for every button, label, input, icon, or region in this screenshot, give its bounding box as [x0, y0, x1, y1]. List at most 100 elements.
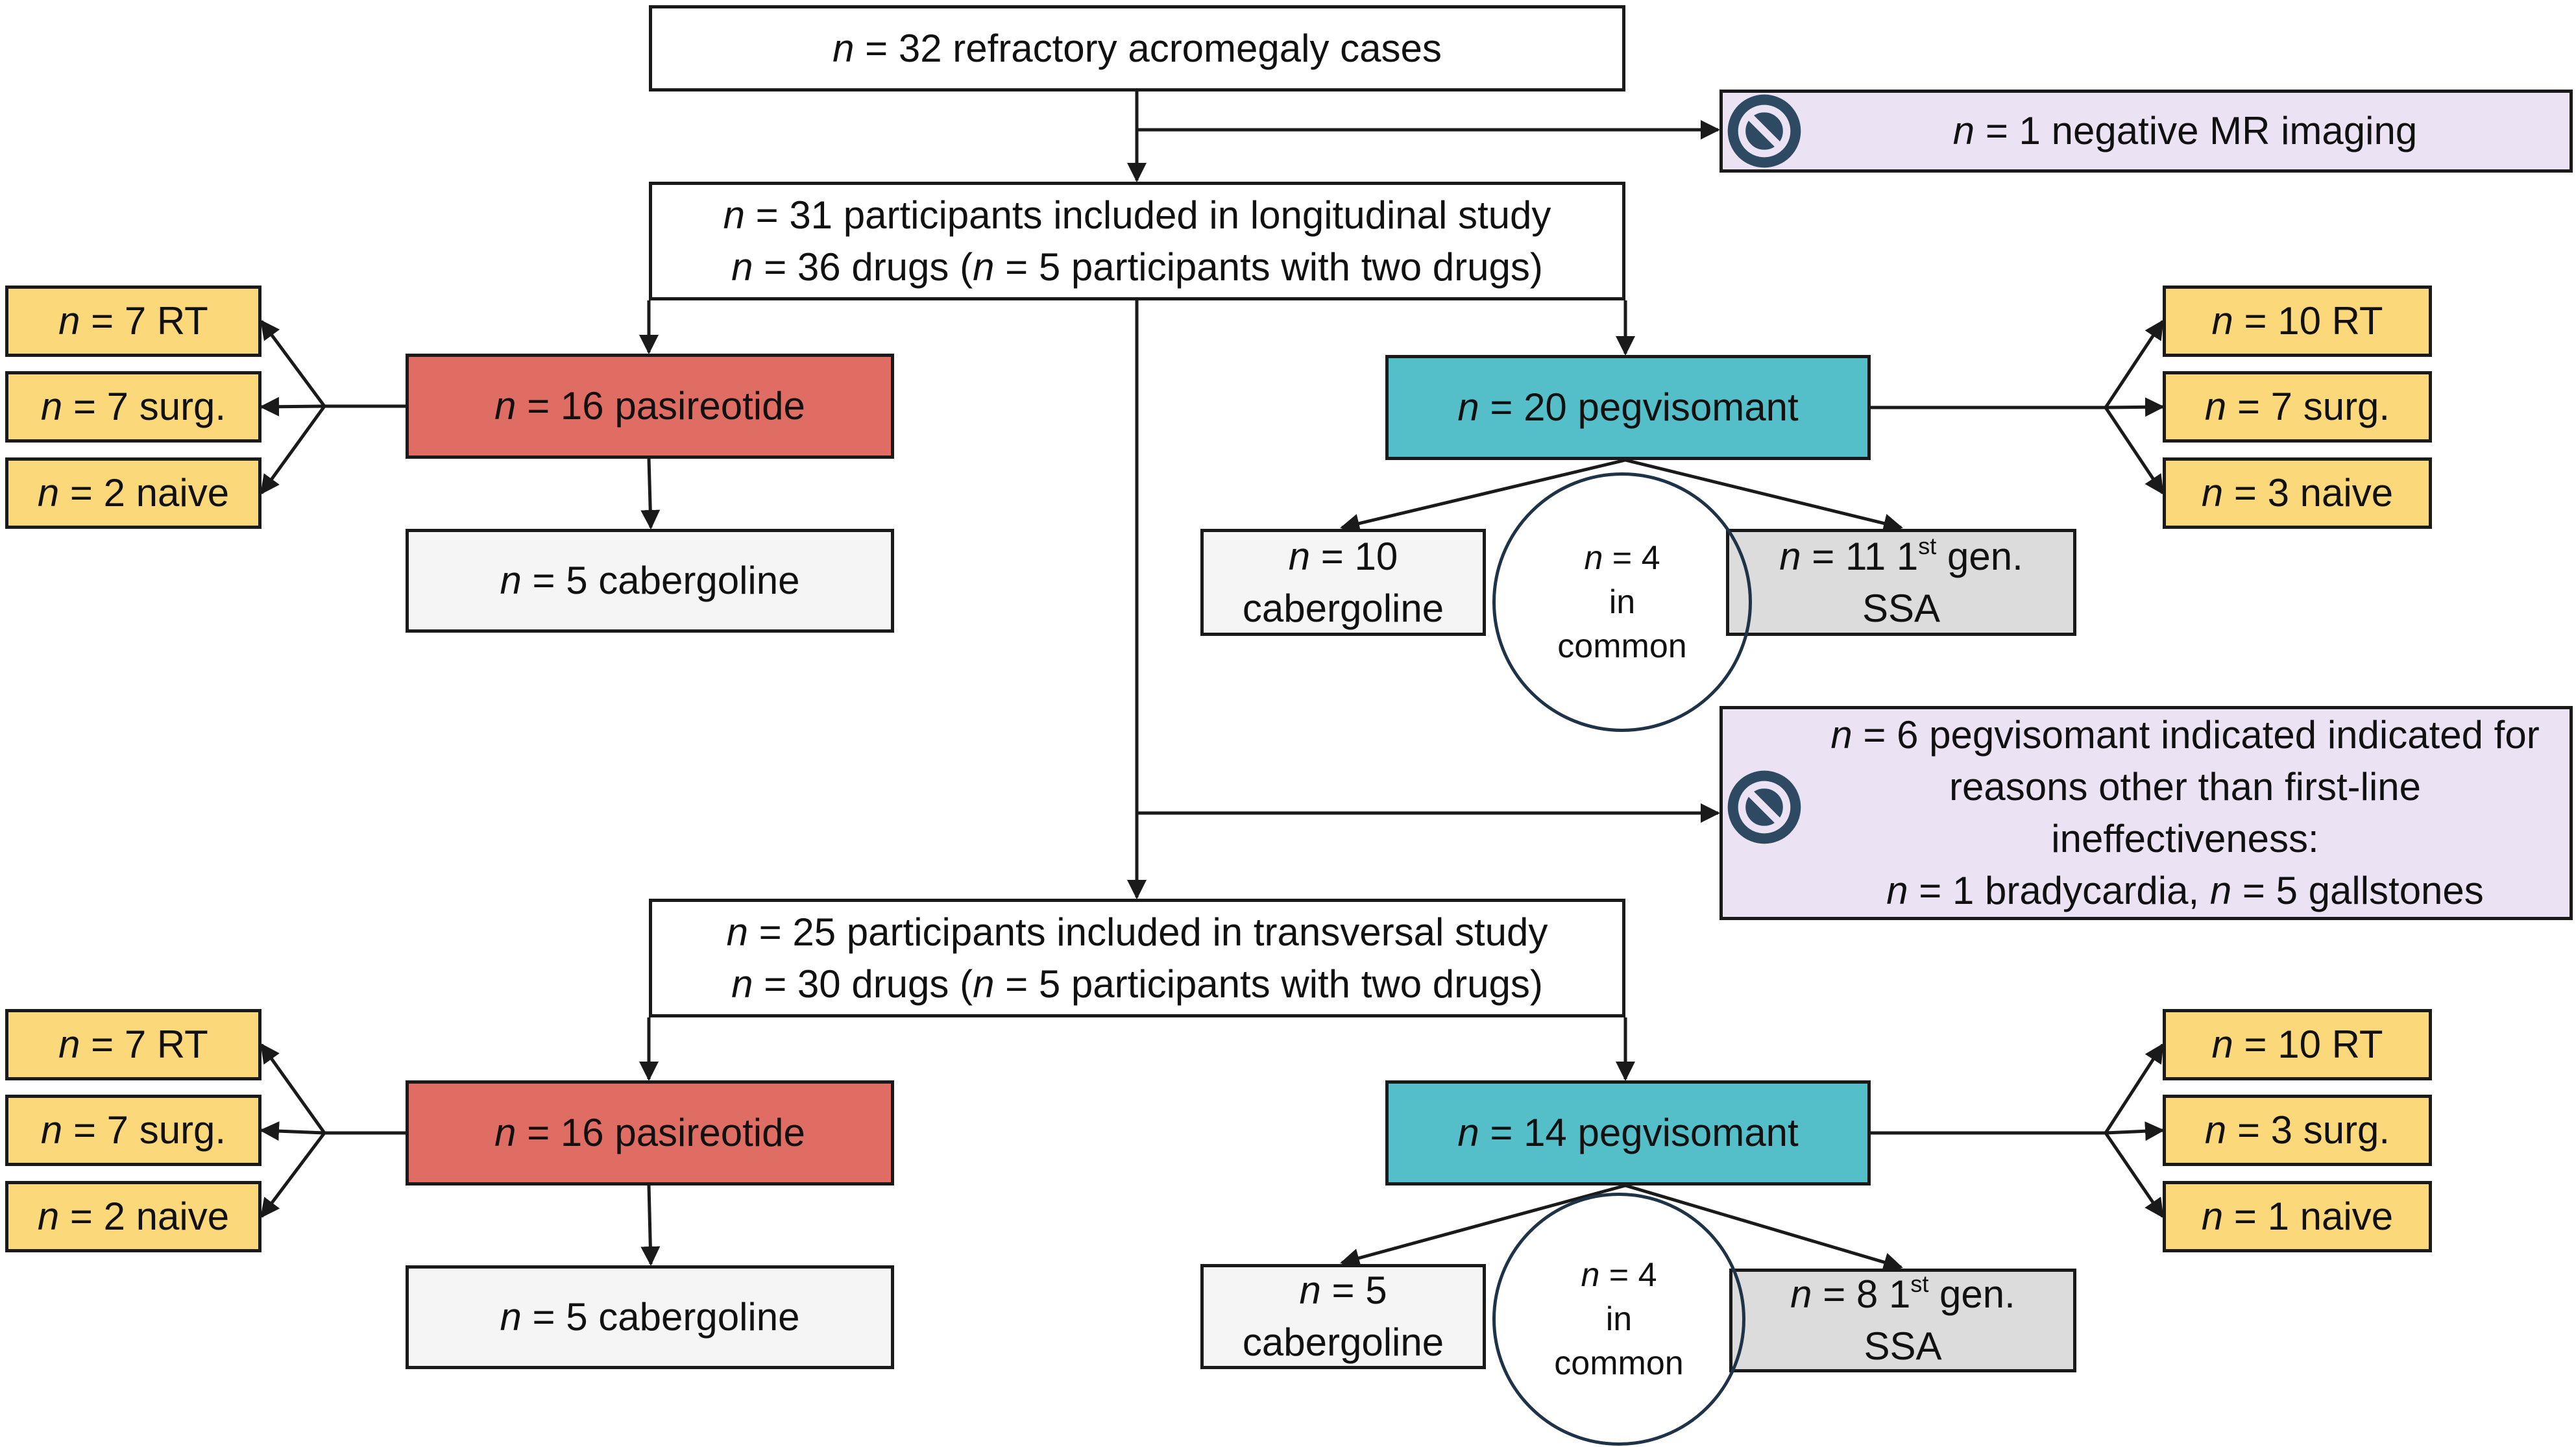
- text-run: = 7 RT: [80, 1023, 208, 1066]
- text-run: = 7 surg.: [62, 385, 226, 428]
- variable-n: n: [726, 910, 749, 954]
- text-line: n = 10: [1289, 531, 1398, 583]
- variable-n: n: [1886, 869, 1908, 912]
- variable-n: n: [1779, 534, 1801, 578]
- transversal-pasireotide-naive-box: n = 2 naive: [5, 1181, 261, 1252]
- arrow-pasireotide-1-naive: [260, 405, 326, 495]
- text-line: common: [1557, 624, 1686, 668]
- text-line: n = 3 surg.: [2205, 1104, 2390, 1156]
- text-line: n = 4: [1584, 536, 1660, 580]
- text-run: gen.: [1936, 534, 2023, 578]
- exclusion-pegvisomant-reasons-box: n = 6 pegvisomant indicated indicated fo…: [1719, 706, 2573, 920]
- text-run: = 4: [1603, 539, 1660, 577]
- text-run: = 16 pasireotide: [516, 384, 805, 428]
- text-run: = 36 drugs (: [753, 245, 973, 289]
- transversal-pegvisomant-naive-box: n = 1 naive: [2163, 1181, 2432, 1252]
- text-line: ineffectiveness:: [2051, 813, 2318, 865]
- text-run: = 5 cabergoline: [521, 1295, 800, 1339]
- text-run: = 5 participants with two drugs): [994, 245, 1543, 289]
- text-run: = 10 RT: [2233, 299, 2383, 343]
- variable-n: n: [2204, 385, 2227, 428]
- text-run: = 1 naive: [2223, 1195, 2394, 1238]
- variable-n: n: [1457, 385, 1479, 429]
- arrow-pasireotide-1-rt: [260, 319, 326, 407]
- transversal-pegvisomant-surgery-box: n = 3 surg.: [2163, 1095, 2432, 1166]
- text-run: = 2 naive: [59, 1195, 230, 1238]
- variable-n: n: [58, 1023, 80, 1066]
- text-line: n = 20 pegvisomant: [1457, 382, 1798, 433]
- text-run: = 8 1: [1812, 1272, 1911, 1316]
- no-entry-icon: [1727, 94, 1801, 168]
- total-cases-box: n = 32 refractory acromegaly cases: [649, 5, 1625, 91]
- arrow-pegvisomant-2-naive: [2104, 1132, 2165, 1219]
- text-line: n = 36 drugs (n = 5 participants with tw…: [731, 241, 1543, 293]
- text-line: reasons other than first-line: [1949, 761, 2421, 813]
- arrow-pegvisomant-1-rt: [2104, 319, 2165, 409]
- text-run: in: [1605, 1300, 1633, 1338]
- text-run: = 3 naive: [2223, 471, 2394, 515]
- text-line: n = 1 naive: [2202, 1191, 2393, 1243]
- text-run: = 20 pegvisomant: [1479, 385, 1799, 429]
- text-run: = 7 surg.: [62, 1108, 226, 1152]
- text-run: = 4: [1599, 1256, 1657, 1294]
- variable-n: n: [500, 1295, 522, 1339]
- longitudinal-pasireotide-surgery-box: n = 7 surg.: [5, 371, 261, 443]
- longitudinal-pasireotide-naive-box: n = 2 naive: [5, 457, 261, 529]
- text-line: common: [1554, 1341, 1683, 1385]
- text-line: SSA: [1864, 1320, 1941, 1372]
- text-line: cabergoline: [1243, 583, 1444, 635]
- text-line: n = 16 pasireotide: [494, 380, 805, 432]
- longitudinal-study-box: n = 31 participants included in longitud…: [649, 182, 1625, 300]
- arrow-pasireotide-2-rt: [260, 1043, 326, 1134]
- transversal-pegvisomant-ssa-box: n = 8 1st gen.SSA: [1729, 1269, 2076, 1372]
- variable-n: n: [1584, 539, 1603, 577]
- transversal-pasireotide-surgery-box: n = 7 surg.: [5, 1095, 261, 1166]
- variable-n: n: [37, 1195, 60, 1238]
- variable-n: n: [1830, 713, 1853, 757]
- text-line: n = 11 1st gen.: [1779, 531, 2023, 583]
- text-line: n = 32 refractory acromegaly cases: [832, 23, 1442, 75]
- text-run: ineffectiveness:: [2051, 817, 2319, 860]
- longitudinal-pegvisomant-naive-box: n = 3 naive: [2163, 457, 2432, 529]
- text-line: n = 10 RT: [2211, 1019, 2383, 1071]
- variable-n: n: [2211, 1023, 2233, 1066]
- longitudinal-pegvisomant-rt-box: n = 10 RT: [2163, 286, 2432, 357]
- longitudinal-pegvisomant-box: n = 20 pegvisomant: [1385, 355, 1871, 460]
- variable-n: n: [1581, 1256, 1600, 1294]
- text-run: = 5: [1320, 1269, 1387, 1312]
- text-run: common: [1554, 1344, 1684, 1382]
- text-run: = 6 pegvisomant indicated indicated for: [1852, 713, 2540, 757]
- text-run: = 1 bradycardia,: [1908, 869, 2210, 912]
- variable-n: n: [2201, 471, 2224, 515]
- text-run: SSA: [1864, 1324, 1942, 1368]
- text-run: = 30 drugs (: [753, 962, 973, 1006]
- text-line: n = 5: [1299, 1265, 1387, 1317]
- text-run: gen.: [1928, 1272, 2015, 1316]
- ordinal-suffix: st: [1918, 532, 1937, 559]
- longitudinal-pasireotide-cabergoline-box: n = 5 cabergoline: [406, 529, 894, 633]
- variable-n: n: [2204, 1108, 2227, 1152]
- variable-n: n: [723, 193, 745, 237]
- arrow-pasireotide-2-surg: [260, 1121, 325, 1141]
- text-run: = 3 surg.: [2226, 1108, 2390, 1152]
- variable-n: n: [494, 384, 516, 428]
- longitudinal-pegvisomant-surgery-box: n = 7 surg.: [2163, 371, 2432, 443]
- arrow-pegvisomant-2-surg: [2105, 1121, 2165, 1141]
- text-run: = 2 naive: [59, 471, 230, 515]
- text-line: n = 14 pegvisomant: [1457, 1107, 1798, 1159]
- text-run: = 5 cabergoline: [521, 559, 800, 602]
- variable-n: n: [37, 471, 60, 515]
- text-run: = 7 surg.: [2226, 385, 2390, 428]
- text-line: n = 7 surg.: [41, 381, 226, 433]
- variable-n: n: [40, 385, 63, 428]
- variable-n: n: [1288, 534, 1311, 578]
- variable-n: n: [1457, 1111, 1479, 1154]
- text-run: = 16 pasireotide: [516, 1111, 805, 1154]
- text-line: n = 4: [1581, 1253, 1657, 1297]
- variable-n: n: [731, 245, 753, 289]
- text-line: n = 16 pasireotide: [494, 1107, 805, 1159]
